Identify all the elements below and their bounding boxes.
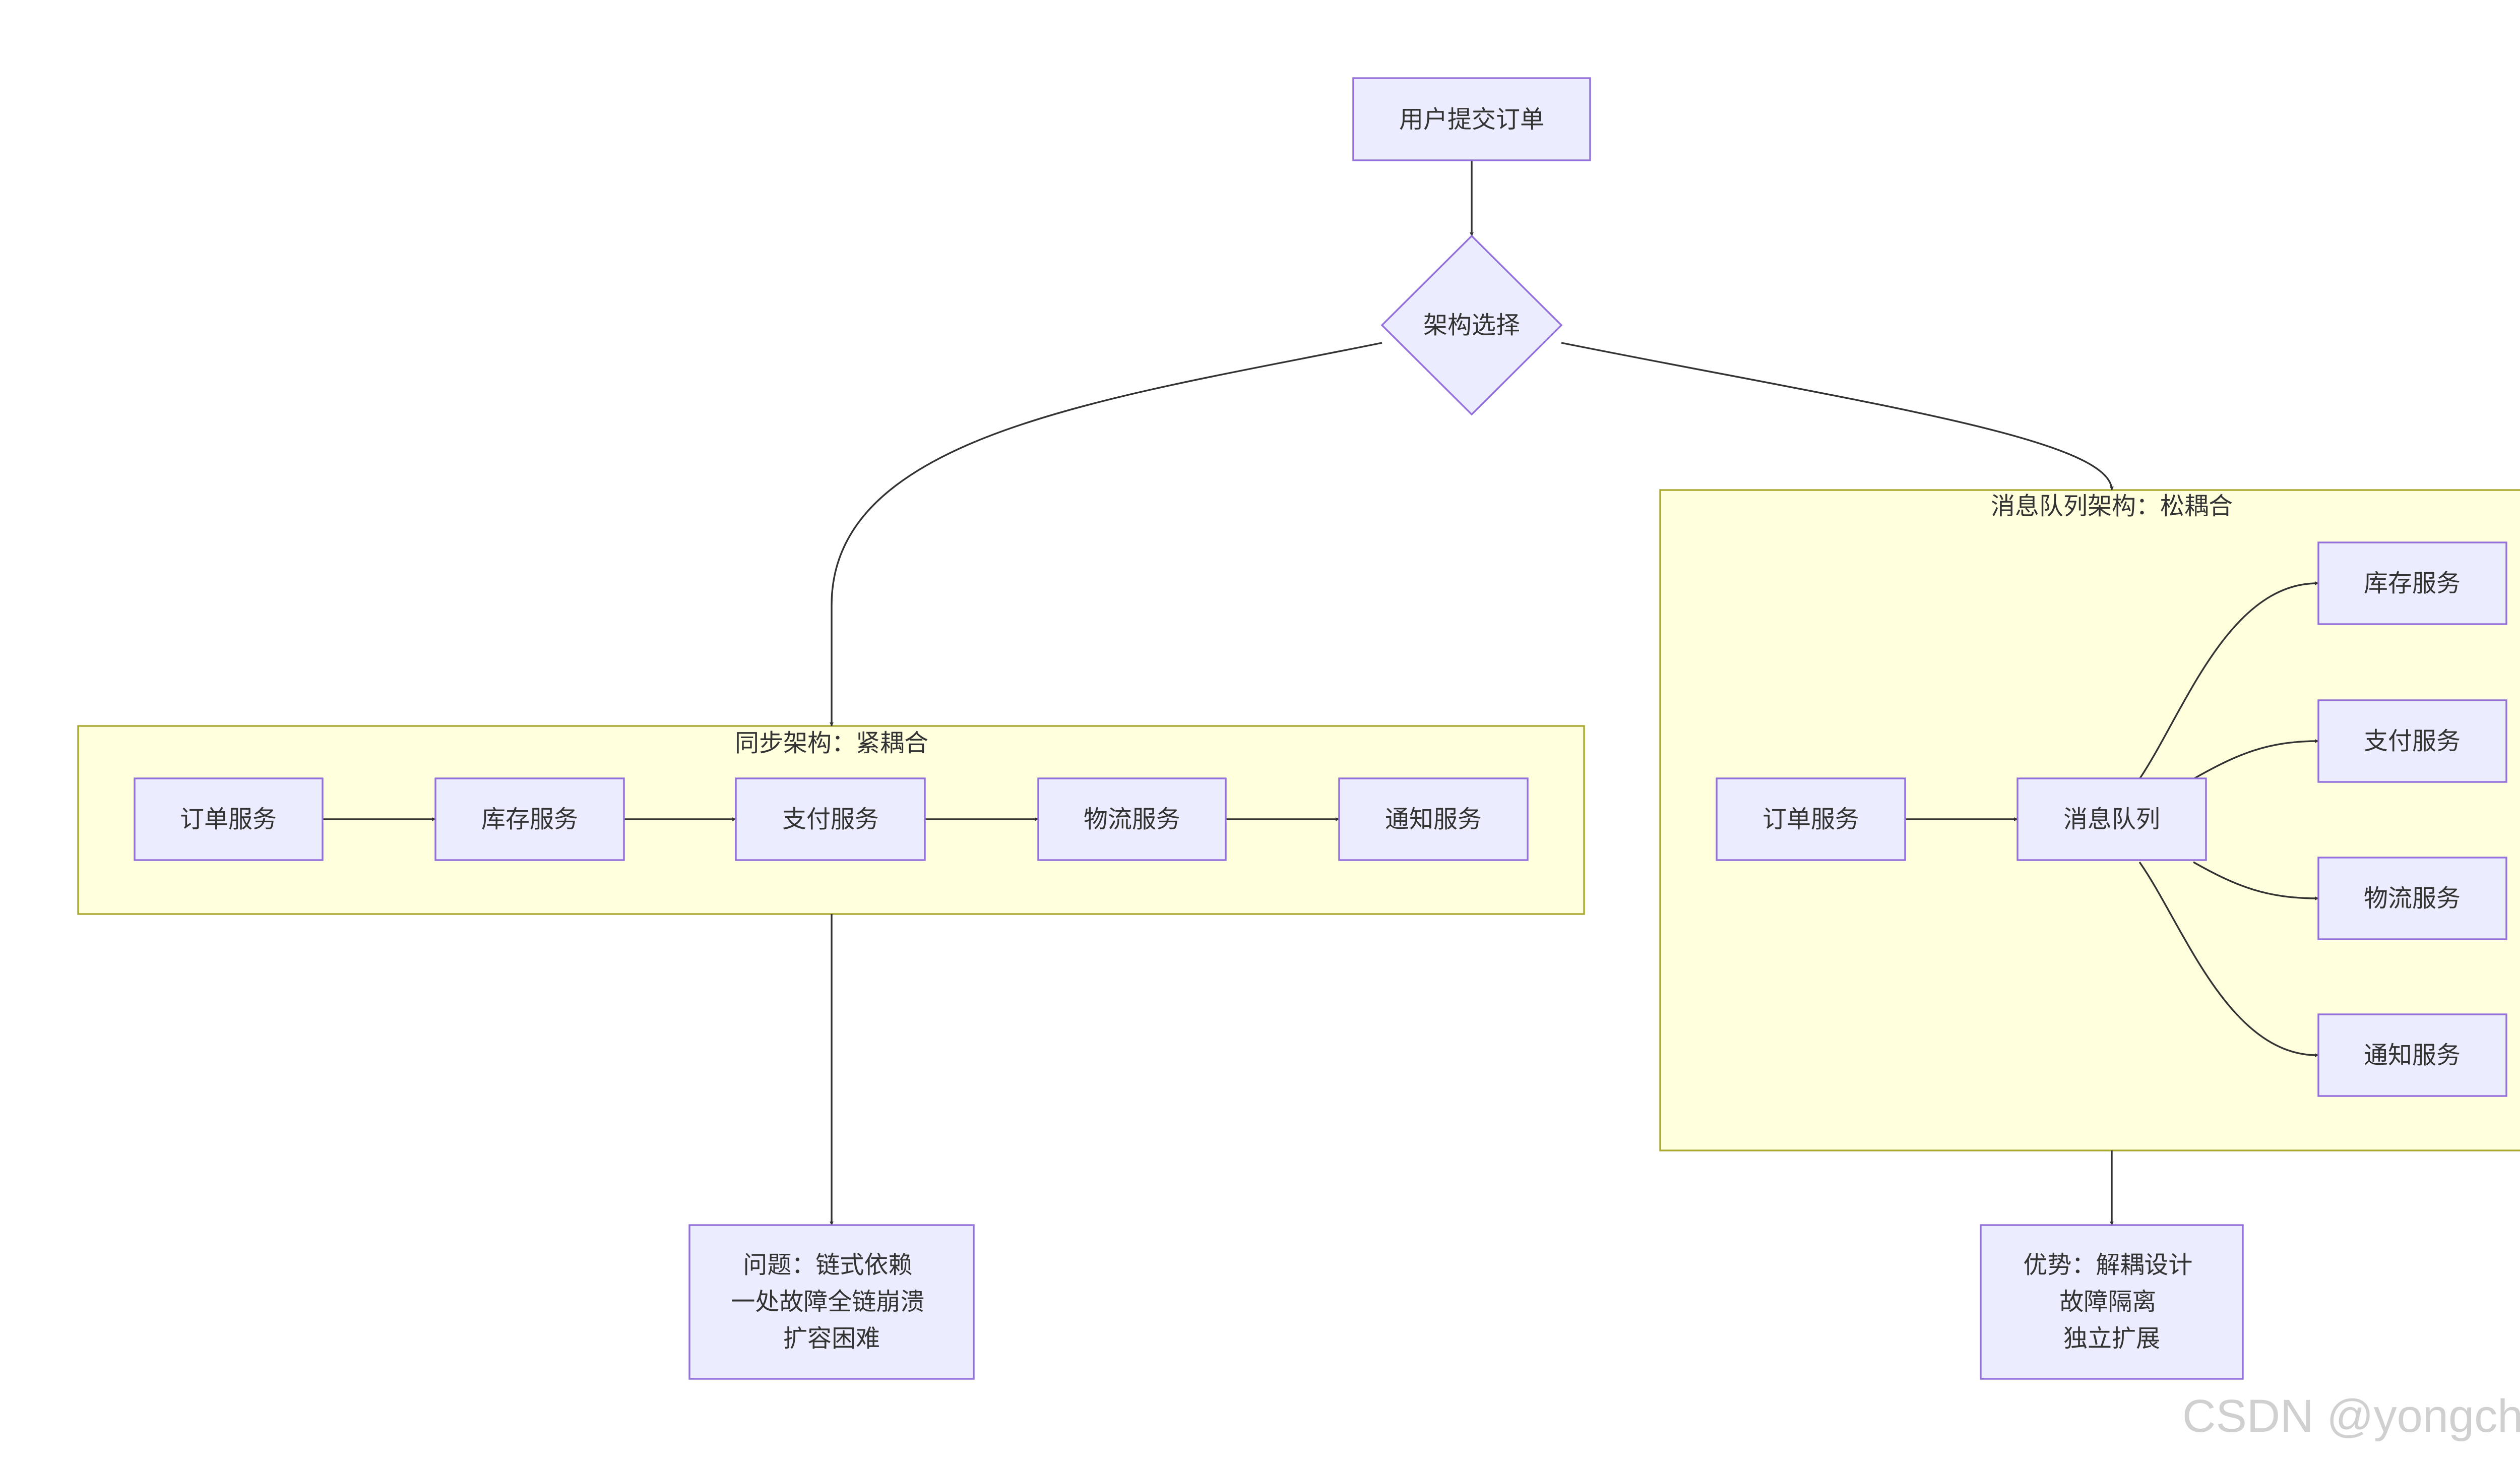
- node-mq-order-service-label: 订单服务: [1762, 805, 1859, 833]
- node-sync-order-service[interactable]: 订单服务: [134, 777, 324, 861]
- node-message-queue-label: 消息队列: [2063, 805, 2160, 833]
- node-problem-label: 问题：链式依赖 一处故障全链崩溃 扩容困难: [731, 1251, 932, 1353]
- node-sync-payment-service[interactable]: 支付服务: [735, 777, 926, 861]
- node-advantage-label: 优势：解耦设计 故障隔离 独立扩展: [2023, 1251, 2200, 1353]
- node-sync-inventory-service-label: 库存服务: [481, 805, 578, 833]
- node-mq-logistics-service-label: 物流服务: [2364, 884, 2461, 913]
- cluster-sync-label: 同步架构：紧耦合: [735, 729, 928, 757]
- node-sync-logistics-service-label: 物流服务: [1084, 805, 1180, 833]
- edge-queue-notify: [2138, 862, 2319, 1058]
- edge-decision-sync: [830, 342, 1382, 726]
- node-sync-inventory-service[interactable]: 库存服务: [434, 777, 625, 861]
- cluster-mq-label: 消息队列架构：松耦合: [1991, 492, 2233, 520]
- edge-queue-payment: [2193, 739, 2319, 780]
- edge-queue-inventory: [2138, 581, 2319, 779]
- node-sync-logistics-service[interactable]: 物流服务: [1037, 777, 1227, 861]
- node-sync-payment-service-label: 支付服务: [782, 805, 879, 833]
- node-mq-payment-service[interactable]: 支付服务: [2317, 699, 2507, 783]
- node-submit-order[interactable]: 用户提交订单: [1352, 77, 1591, 161]
- node-mq-notify-service[interactable]: 通知服务: [2317, 1013, 2507, 1097]
- node-advantage[interactable]: 优势：解耦设计 故障隔离 独立扩展: [1980, 1224, 2244, 1380]
- node-mq-inventory-service-label: 库存服务: [2364, 569, 2461, 597]
- watermark-text: CSDN @yongche_shi: [2182, 1390, 2520, 1442]
- node-submit-order-label: 用户提交订单: [1399, 105, 1544, 134]
- node-mq-payment-service-label: 支付服务: [2364, 727, 2461, 755]
- edges: [323, 160, 2319, 1226]
- node-sync-notify-service-label: 通知服务: [1385, 805, 1482, 833]
- node-sync-order-service-label: 订单服务: [180, 805, 277, 833]
- node-mq-inventory-service[interactable]: 库存服务: [2317, 541, 2507, 625]
- node-mq-order-service[interactable]: 订单服务: [1716, 777, 1906, 861]
- node-architecture-choice-label: 架构选择: [1423, 311, 1520, 339]
- node-problem[interactable]: 问题：链式依赖 一处故障全链崩溃 扩容困难: [688, 1224, 975, 1380]
- node-architecture-choice[interactable]: 架构选择: [1380, 234, 1563, 416]
- node-sync-notify-service[interactable]: 通知服务: [1338, 777, 1529, 861]
- node-mq-logistics-service[interactable]: 物流服务: [2317, 857, 2507, 940]
- edge-decision-mq: [1561, 342, 2114, 491]
- node-message-queue[interactable]: 消息队列: [2017, 777, 2207, 861]
- node-mq-notify-service-label: 通知服务: [2364, 1041, 2461, 1069]
- edge-queue-logistics: [2193, 861, 2319, 900]
